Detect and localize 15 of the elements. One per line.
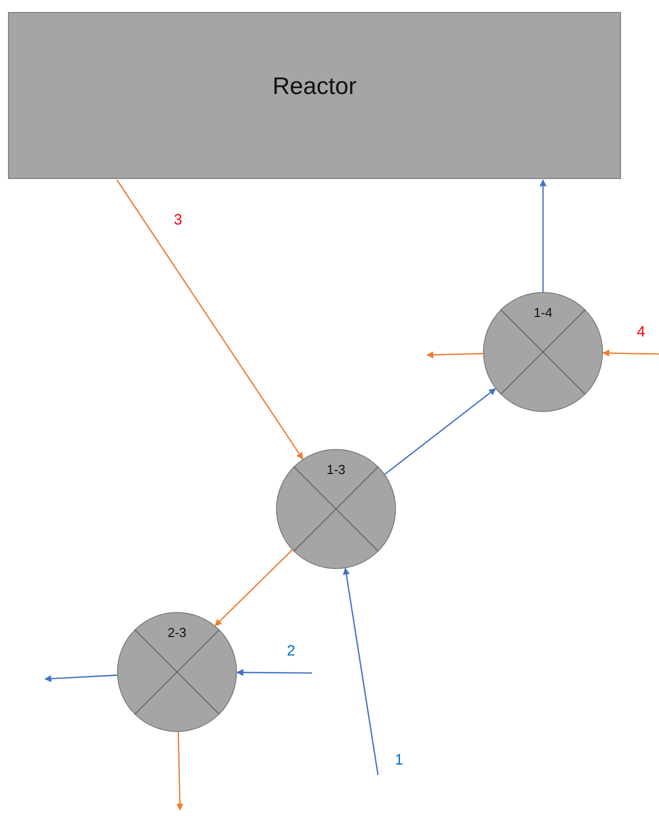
flow-arrow [602, 350, 659, 357]
flow-arrow [540, 179, 546, 292]
exchanger-label: 1-3 [326, 462, 346, 479]
reactor-box [8, 12, 621, 179]
flow-arrow [116, 180, 304, 460]
exchanger-label: 2-3 [168, 625, 186, 642]
exchanger-label: 1-4 [534, 305, 552, 322]
flow-arrow [426, 351, 484, 358]
flow-arrow [342, 568, 379, 776]
node-label: Reactor [272, 72, 357, 100]
flow-arrow [44, 674, 118, 682]
flow-arrow [176, 732, 184, 811]
flow-arrow [214, 550, 293, 626]
flow-arrow [384, 388, 496, 475]
flow-arrow [236, 669, 312, 676]
